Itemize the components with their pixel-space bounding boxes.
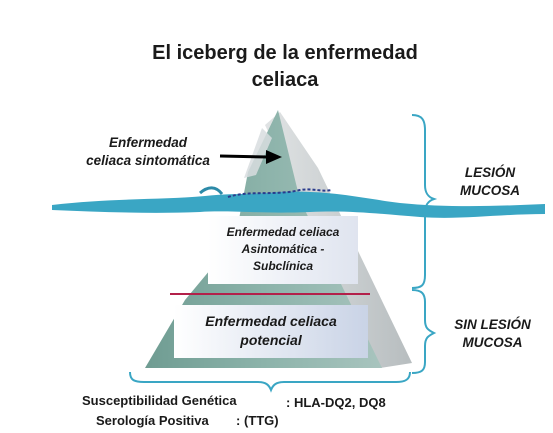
serologia-label: Serología Positiva [96, 413, 209, 428]
serologia-value: : (TTG) [236, 413, 279, 428]
susceptibilidad-label: Susceptibilidad Genética [82, 393, 237, 408]
arrow-line [219, 154, 269, 159]
bracket-lesion [411, 114, 438, 289]
label-lesion-mucosa: LESIÓN MUCOSA [445, 164, 535, 200]
susceptibilidad-value: : HLA-DQ2, DQ8 [286, 395, 386, 410]
label-potencial-line2: potencial [240, 332, 302, 348]
label-potencial: Enfermedad celiaca potencial [174, 312, 368, 350]
label-lesion-line2: MUCOSA [460, 183, 520, 198]
label-potencial-line1: Enfermedad celiaca [205, 313, 337, 329]
label-sintomatica: Enfermedad celiaca sintomática [78, 134, 218, 170]
label-asintomatica-line2: Asintomática - [241, 242, 325, 256]
label-asintomatica-line1: Enfermedad celiaca [226, 225, 340, 239]
title-line-2: celiaca [251, 69, 319, 91]
label-sin-lesion-mucosa: SIN LESIÓN MUCOSA [440, 316, 545, 352]
label-asintomatica: Enfermedad celiaca Asintomática - Subclí… [208, 224, 358, 275]
label-sin-lesion-line1: SIN LESIÓN [454, 317, 531, 332]
label-sin-lesion-line2: MUCOSA [462, 335, 523, 350]
label-sintomatica-line1: Enfermedad [108, 135, 188, 150]
waterline-dotted [227, 188, 333, 198]
box-asintomatica [208, 216, 358, 284]
box-potencial [174, 305, 368, 358]
label-lesion-line1: LESIÓN [464, 165, 516, 180]
arrow-head-icon [266, 150, 282, 164]
page-title: El iceberg de la enfermedad celiaca [100, 40, 470, 94]
label-asintomatica-line3: Subclínica [252, 259, 314, 273]
bracket-sin-lesion [411, 289, 437, 374]
water-surface [52, 191, 545, 218]
bracket-bottom [129, 371, 411, 393]
label-sintomatica-line2: celiaca sintomática [86, 153, 210, 168]
title-line-1: El iceberg de la enfermedad [152, 42, 418, 64]
water-wave [199, 186, 224, 195]
iceberg-ridge [244, 128, 272, 178]
